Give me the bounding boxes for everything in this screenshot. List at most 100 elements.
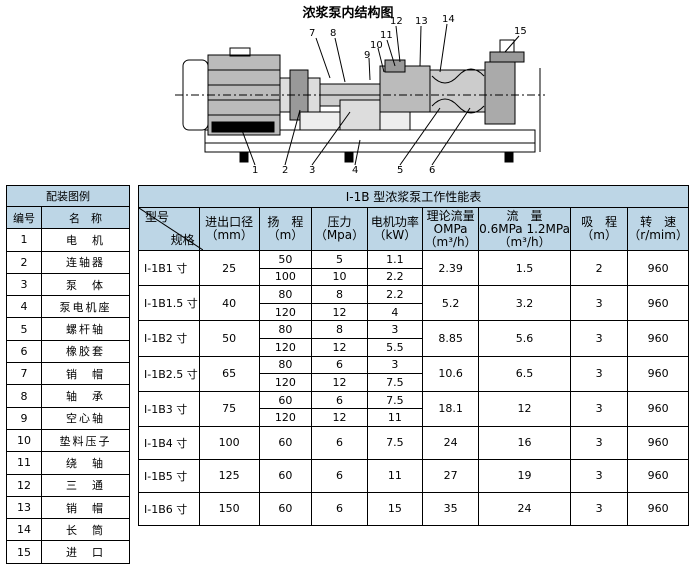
model-cell: Ⅰ-1B4 寸 <box>138 425 200 460</box>
head-cell: 60 <box>258 425 313 460</box>
speed-cell: 960 <box>627 320 689 357</box>
flow-cell: 3.2 <box>478 285 571 322</box>
power-cell: 3 <box>366 320 424 339</box>
performance-table: Ⅰ-1B 型浓浆泵工作性能表 型号 规格 进出口径 （mm） 扬 程 （m） 压… <box>138 185 689 526</box>
head-cell: 80 <box>258 320 313 339</box>
power-cell: 7.5 <box>366 425 424 460</box>
header-speed: 转 速 （r/mim） <box>627 207 689 251</box>
flow-cell: 6.5 <box>478 355 571 392</box>
header-inlet: 进出口径 （mm） <box>198 207 260 251</box>
header-pressure: 压力 （Mpa） <box>311 207 368 251</box>
inlet-cell: 100 <box>198 425 260 460</box>
inlet-cell: 150 <box>198 491 260 526</box>
pressure-cell: 5 <box>311 250 368 269</box>
inlet-cell: 75 <box>198 390 260 427</box>
part-name: 绕 轴 <box>41 451 130 475</box>
model-cell: Ⅰ-1B2 寸 <box>138 320 200 357</box>
inlet-cell: 125 <box>198 458 260 493</box>
pressure-cell: 12 <box>311 337 368 357</box>
theory-flow-cell: 24 <box>421 425 480 460</box>
power-cell: 15 <box>366 491 424 526</box>
head-cell: 50 <box>258 250 313 269</box>
part-name: 销 帽 <box>41 495 130 520</box>
power-cell: 7.5 <box>366 373 424 392</box>
header-spec: 规格 <box>170 233 195 247</box>
power-cell: 2.2 <box>366 285 424 304</box>
part-number: 8 <box>6 384 42 408</box>
pump-structure-drawing <box>175 23 545 166</box>
flow-cell: 5.6 <box>478 320 571 357</box>
part-name: 螺杆轴 <box>41 317 130 341</box>
part-number: 10 <box>6 428 42 453</box>
part-name: 泵 体 <box>41 272 130 297</box>
pressure-cell: 8 <box>311 320 368 339</box>
pressure-cell: 12 <box>311 408 368 427</box>
parts-header-name: 名 称 <box>41 205 130 230</box>
part-number: 6 <box>6 339 42 364</box>
callout-2: 2 <box>282 165 289 176</box>
power-cell: 11 <box>366 408 424 427</box>
pressure-cell: 12 <box>311 302 368 322</box>
speed-cell: 960 <box>627 285 689 322</box>
inlet-cell: 25 <box>198 249 260 287</box>
part-number: 9 <box>6 406 42 430</box>
suction-cell: 3 <box>569 425 629 460</box>
head-cell: 80 <box>258 285 313 304</box>
model-cell: Ⅰ-1B2.5 寸 <box>138 355 200 392</box>
suction-cell: 3 <box>569 491 629 526</box>
pressure-cell: 12 <box>311 373 368 392</box>
parts-header-number: 编号 <box>6 205 42 230</box>
header-power: 电机功率 （kW） <box>366 207 424 251</box>
theory-flow-cell: 5.2 <box>421 285 480 322</box>
pressure-cell: 6 <box>311 491 368 526</box>
model-cell: Ⅰ-1B1 寸 <box>138 249 200 287</box>
part-number: 11 <box>6 451 42 475</box>
power-cell: 5.5 <box>366 337 424 357</box>
head-cell: 80 <box>258 355 313 375</box>
callout-10: 10 <box>370 40 383 51</box>
header-flow: 流 量 0.6MPa 1.2MPa （m³/h） <box>478 207 571 251</box>
callout-1: 1 <box>252 165 259 176</box>
suction-cell: 3 <box>569 458 629 493</box>
callout-11: 11 <box>380 30 393 41</box>
pressure-cell: 6 <box>311 425 368 460</box>
theory-flow-cell: 8.85 <box>421 320 480 357</box>
callout-9: 9 <box>364 50 371 61</box>
part-number: 2 <box>6 250 42 274</box>
part-name: 泵电机座 <box>41 295 130 319</box>
model-spec-header: 型号 规格 <box>138 207 203 251</box>
flow-cell: 1.5 <box>478 249 571 287</box>
header-head: 扬 程 （m） <box>258 207 313 251</box>
power-cell: 4 <box>366 302 424 322</box>
flow-cell: 12 <box>478 390 571 427</box>
part-name: 电 机 <box>41 228 130 252</box>
part-number: 12 <box>6 473 42 497</box>
header-model: 型号 <box>145 210 170 224</box>
header-suction: 吸 程 （m） <box>569 207 629 251</box>
flow-cell: 16 <box>478 425 571 460</box>
part-number: 4 <box>6 295 42 319</box>
part-number: 7 <box>6 362 42 386</box>
callout-6: 6 <box>429 165 436 176</box>
inlet-cell: 40 <box>198 285 260 322</box>
callout-7: 7 <box>309 28 316 39</box>
part-number: 14 <box>6 518 42 542</box>
model-cell: Ⅰ-1B3 寸 <box>138 390 200 427</box>
callout-13: 13 <box>415 16 428 27</box>
suction-cell: 2 <box>569 249 629 287</box>
power-cell: 1.1 <box>366 250 424 269</box>
head-cell: 60 <box>258 491 313 526</box>
